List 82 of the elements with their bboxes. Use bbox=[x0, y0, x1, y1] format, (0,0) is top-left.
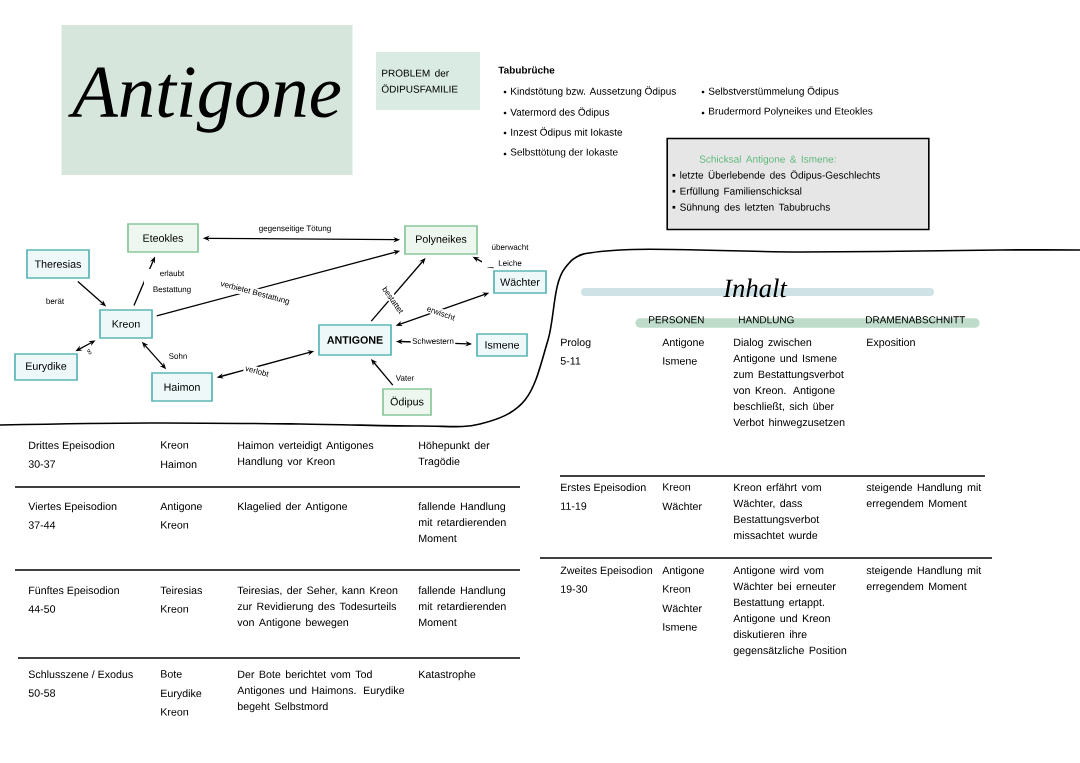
act-name: Fünftes Epeisodion bbox=[29, 586, 119, 597]
page-range: 11-19 bbox=[561, 502, 587, 510]
name-box: Wächter bbox=[493, 270, 547, 294]
act-name: Prolog bbox=[561, 338, 591, 349]
drama-section: steigende Handlung mit erregendem Moment bbox=[866, 483, 982, 510]
column-header: HANDLUNG bbox=[739, 316, 794, 324]
character-name: Antigone bbox=[160, 502, 202, 513]
title-box: Antigone bbox=[61, 25, 353, 175]
edge-label: gegenseitige Tötung bbox=[257, 223, 333, 235]
character-name: Kreon bbox=[161, 605, 189, 613]
list-item: Inzest Ödipus mit Iokaste bbox=[503, 127, 623, 138]
drama-section: Exposition bbox=[867, 338, 915, 349]
bullet-item: letzte Überlebende des Ödipus-Geschlechts bbox=[672, 170, 880, 181]
name-box: Eteokles bbox=[127, 223, 199, 253]
plot-summary: Dialog zwischen Antigone und Ismene zum Bestattungsverbot von Kreon. Antigone beschließt, sich über Verbot hinwegzusetzen bbox=[733, 338, 845, 429]
edge-label: verlobt bbox=[243, 363, 271, 379]
plot-summary: Kreon erfährt vom Wächter, dass Bestattungsverbot missachtet wurde bbox=[733, 483, 821, 540]
character-name: Kreon bbox=[663, 585, 691, 593]
character-name: Eurydike bbox=[161, 689, 202, 700]
plot-summary: Haimon verteidigt Antigones Handlung vor Kreon bbox=[238, 441, 374, 468]
character-name: Antigone bbox=[662, 338, 704, 349]
character-name: Ismene bbox=[663, 623, 697, 631]
name-box: ANTIGONE bbox=[318, 324, 392, 356]
page-range: 50-58 bbox=[28, 689, 56, 697]
plot-summary: Der Bote berichtet vom Tod Antigones und Haimons. Eurydike begeht Selbstmord bbox=[237, 670, 405, 713]
list-item: Brudermord Polyneikes und Eteokles bbox=[701, 107, 873, 117]
list-item: Selbsttötung der Iokaste bbox=[503, 148, 618, 158]
edge-label: überwacht Leiche bbox=[482, 242, 538, 268]
character-name: Antigone bbox=[662, 566, 704, 577]
character-name: Kreon bbox=[161, 441, 189, 449]
edge-label: erlaubt Bestattung bbox=[144, 268, 200, 296]
name-box: Ödipus bbox=[382, 388, 432, 416]
list-heading: Tabubrüche bbox=[498, 66, 555, 74]
box-heading: Schicksal Antigone & Ismene: bbox=[699, 155, 836, 165]
character-name: Wächter bbox=[662, 604, 702, 613]
name-box: Polyneikes bbox=[404, 225, 478, 255]
page-range: 44-50 bbox=[28, 605, 56, 613]
page-range: 37-44 bbox=[28, 521, 56, 529]
column-header: PERSONEN bbox=[649, 316, 704, 324]
name-box: Ismene bbox=[476, 333, 528, 357]
drama-section: fallende Handlung mit retardierenden Moment bbox=[418, 586, 506, 627]
act-name: Schlusszene / Exodus bbox=[28, 670, 133, 679]
character-name: Teiresias bbox=[160, 586, 202, 595]
character-name: Haimon bbox=[161, 460, 197, 469]
character-name: Ismene bbox=[663, 357, 697, 365]
drama-section: fallende Handlung mit retardierenden Moment bbox=[418, 502, 506, 543]
edge-label: Vater bbox=[394, 373, 416, 383]
character-name: Wächter bbox=[662, 502, 702, 511]
edge-label: Sohn bbox=[167, 351, 189, 361]
character-name: Kreon bbox=[663, 483, 691, 491]
character-name: Bote bbox=[161, 670, 182, 678]
heading-box: PROBLEM der ÖDIPUSFAMILIE bbox=[376, 52, 480, 110]
name-box: Haimon bbox=[151, 372, 213, 402]
name-box: Kreon bbox=[99, 309, 153, 339]
act-name: Drittes Epeisodion bbox=[29, 441, 115, 452]
list-item: Selbstverstümmelung Ödipus bbox=[701, 86, 839, 97]
act-name: Erstes Epeisodion bbox=[561, 483, 646, 494]
section-heading: Inhalt bbox=[581, 278, 934, 298]
edge-label: ∞ bbox=[84, 346, 94, 358]
name-box: Eurydike bbox=[14, 353, 78, 381]
plot-summary: Antigone wird vom Wächter bei erneuter Bestattung ertappt. Antigone und Kreon diskutieren ihre gegensätzliche Position bbox=[733, 566, 847, 657]
column-header: DRAMENABSCHNITT bbox=[866, 316, 966, 324]
bullet-item: Erfüllung Familienschicksal bbox=[672, 187, 802, 197]
character-name: Kreon bbox=[161, 521, 189, 529]
plot-summary: Klagelied der Antigone bbox=[238, 502, 348, 513]
drama-section: steigende Handlung mit erregendem Moment bbox=[866, 566, 982, 593]
list-item: Vatermord des Ödipus bbox=[503, 107, 610, 118]
drama-section: Höhepunkt der Tragödie bbox=[418, 441, 490, 468]
plot-summary: Teiresias, der Seher, kann Kreon zur Revidierung des Todesurteils von Antigone bewegen bbox=[237, 586, 398, 629]
list-item: Kindstötung bzw. Aussetzung Ödipus bbox=[503, 86, 676, 97]
page-range: 19-30 bbox=[561, 585, 588, 593]
bullet-item: Sühnung des letzten Tabubruchs bbox=[672, 203, 830, 213]
edge-label: berät bbox=[44, 296, 66, 306]
character-name: Kreon bbox=[161, 708, 189, 716]
info-box bbox=[666, 137, 930, 231]
page-range: 30-37 bbox=[28, 460, 55, 468]
name-box: Theresias bbox=[26, 249, 90, 279]
act-name: Zweites Epeisodion bbox=[560, 566, 653, 577]
drama-section: Katastrophe bbox=[419, 670, 476, 681]
page-range: 5-11 bbox=[560, 357, 581, 365]
act-name: Viertes Epeisodion bbox=[28, 502, 117, 513]
edge-label: Schwestern bbox=[410, 336, 456, 346]
